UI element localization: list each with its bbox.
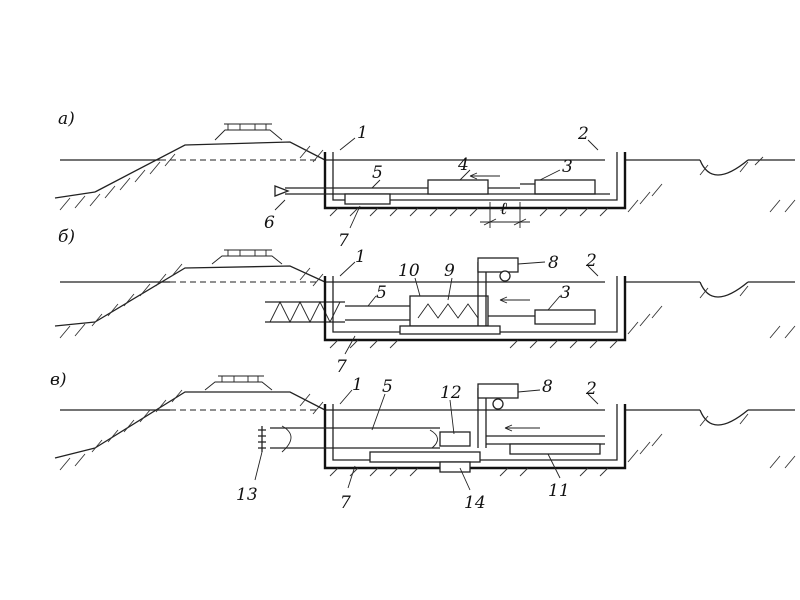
panel-c-label-8: 8 xyxy=(542,377,553,397)
panel-b-auger-coil xyxy=(417,303,479,319)
panel-b-arrow-icon xyxy=(499,296,530,304)
panel-c-cutter-head xyxy=(258,426,266,452)
panel-c: в) 1 2 5 7 8 11 1 xyxy=(50,370,796,513)
panel-c-block-14 xyxy=(439,461,471,473)
panel-c-base-left xyxy=(54,447,96,459)
panel-a-jack-3 xyxy=(534,179,596,195)
panel-a-dimension-line xyxy=(480,202,530,228)
panel-b-label-10: 10 xyxy=(398,261,420,281)
panel-b-label-3: 3 xyxy=(560,283,571,303)
panel-b-embankment xyxy=(94,265,326,323)
panel-c-crane-head xyxy=(477,383,519,399)
panel-b-label-8: 8 xyxy=(548,253,559,273)
panel-c-letter: в) xyxy=(50,370,67,390)
panel-a-jack-4 xyxy=(427,179,489,195)
panel-a-label-4: 4 xyxy=(457,155,469,175)
panel-c-arrow-icon xyxy=(504,424,540,432)
panel-c-jack-11 xyxy=(509,443,601,455)
panel-c-label-1: 1 xyxy=(352,375,363,395)
panel-b-auger-casing xyxy=(265,301,345,323)
panel-c-ditch xyxy=(699,409,749,426)
panel-c-embankment xyxy=(94,391,326,449)
panel-a-dimension-label: ℓ xyxy=(500,199,507,219)
panel-a-concrete-stop xyxy=(344,193,391,205)
panel-b-label-7: 7 xyxy=(336,357,347,377)
panel-a-pit xyxy=(323,152,627,210)
panel-b-pipe xyxy=(345,305,410,321)
panel-b-crane-mast xyxy=(477,262,487,326)
panel-a-soil-hatching xyxy=(59,145,796,217)
panel-b-crane-head xyxy=(477,257,519,273)
panel-a-label-7: 7 xyxy=(338,231,349,251)
panel-b-leaders xyxy=(339,261,599,355)
panel-b-crane-hook-icon xyxy=(499,270,511,282)
panel-b-pit xyxy=(323,276,627,342)
panel-a-label-3: 3 xyxy=(562,157,573,177)
panel-c-label-5: 5 xyxy=(382,377,393,397)
panel-c-drive xyxy=(439,431,471,447)
panel-b-label-9: 9 xyxy=(444,261,455,281)
panel-a-label-6: 6 xyxy=(264,213,275,233)
panel-c-label-7: 7 xyxy=(340,493,351,513)
panel-b-skid xyxy=(399,325,501,335)
panel-c-pit xyxy=(323,404,627,470)
panel-c-rod xyxy=(486,435,605,445)
panel-a-rails xyxy=(224,123,272,130)
panel-c-soil-hatching xyxy=(59,389,796,477)
panel-c-rotation-arrow-2-icon xyxy=(429,429,438,449)
panel-c-label-2: 2 xyxy=(585,379,597,399)
panel-a-pit-inner xyxy=(332,152,618,201)
panel-b-rails xyxy=(224,249,272,256)
panel-c-rails xyxy=(218,375,264,382)
panel-a-arrow-icon xyxy=(469,172,500,180)
panel-a-ballast xyxy=(214,129,283,141)
panel-b-letter: б) xyxy=(58,227,75,247)
panel-b-auger-unit xyxy=(409,295,489,327)
panel-a-dimension-ticks xyxy=(483,218,527,226)
panel-a-base-left xyxy=(54,191,96,199)
panel-b-auger-screw xyxy=(269,300,341,324)
panel-c-crane-hook-icon xyxy=(492,398,504,410)
panel-c-leaders xyxy=(254,389,599,491)
panel-a-ditch xyxy=(699,159,749,176)
panel-b-base-left xyxy=(54,321,96,327)
panel-a-label-1: 1 xyxy=(357,123,368,143)
panel-a-leaders xyxy=(274,137,599,229)
panel-c-label-11: 11 xyxy=(548,481,570,501)
panel-c-label-13: 13 xyxy=(236,485,258,505)
panel-c-label-14: 14 xyxy=(464,493,486,513)
panel-a-letter: а) xyxy=(58,109,75,129)
panel-b-jack-3 xyxy=(534,309,596,325)
panel-b-label-1: 1 xyxy=(355,247,366,267)
panel-c-ballast xyxy=(204,381,273,391)
panel-a-cutting-head-icon xyxy=(274,185,290,197)
panel-a-rod xyxy=(520,183,610,195)
panel-c-support xyxy=(369,451,481,463)
panel-b-ballast xyxy=(211,255,283,265)
panel-a: а) ℓ 1 2 3 4 5 6 7 xyxy=(54,109,796,251)
panel-a-label-2: 2 xyxy=(577,124,589,144)
panel-c-label-12: 12 xyxy=(440,383,462,403)
panel-b-soil-hatching xyxy=(59,263,796,349)
panel-b-ditch xyxy=(699,281,749,298)
panel-c-rotation-arrow-icon xyxy=(281,425,292,453)
panel-a-label-5: 5 xyxy=(372,163,383,183)
panel-b: б) 1 2 3 5 7 8 9 10 xyxy=(54,227,796,377)
panel-c-pipe xyxy=(270,427,440,449)
panel-a-embankment xyxy=(94,141,326,193)
panel-b-label-5: 5 xyxy=(376,283,387,303)
panel-b-label-2: 2 xyxy=(585,251,597,271)
